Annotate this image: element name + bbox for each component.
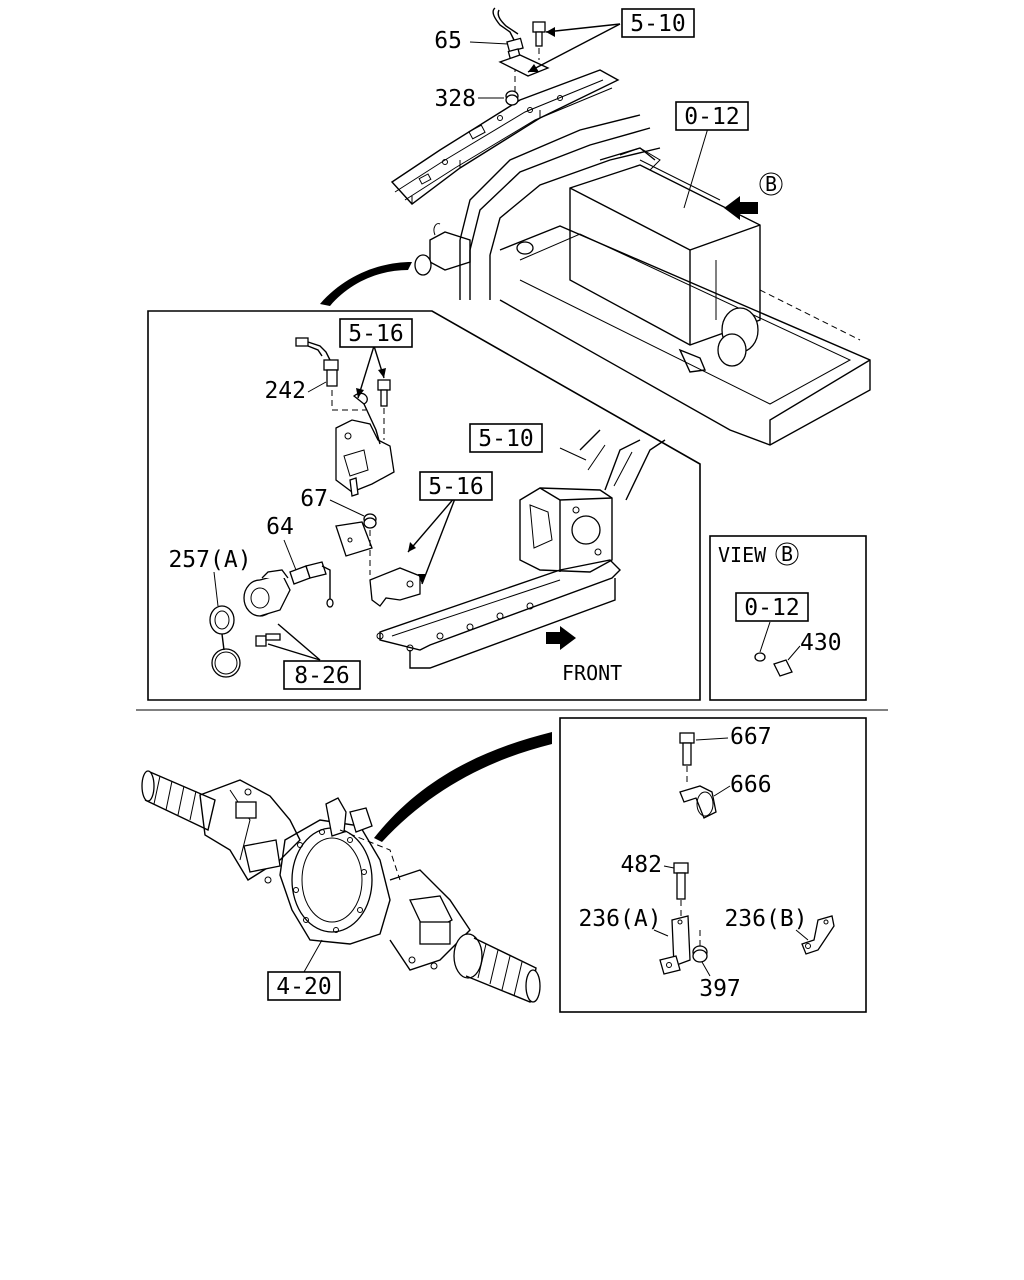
part-328-drawing — [505, 90, 519, 106]
label-667: 667 — [730, 724, 772, 750]
front-arrow — [546, 626, 576, 650]
part-64-drawing — [289, 561, 334, 608]
part-65-drawing — [492, 7, 550, 100]
callout-8-26: 8-26 — [283, 660, 361, 690]
detail-pointer-arrow-top — [320, 262, 412, 306]
detail-rail-drawing — [335, 429, 666, 669]
label-482: 482 — [620, 852, 662, 878]
detail-panel-frame — [147, 310, 701, 701]
part-667-drawing — [679, 732, 695, 786]
bracket-assembly-drawing — [335, 379, 395, 497]
svg-text:5-10: 5-10 — [478, 426, 533, 452]
view-b-marker-top: B — [759, 172, 783, 196]
label-328: 328 — [434, 86, 476, 112]
part-397-drawing — [692, 930, 708, 963]
front-label: FRONT — [562, 661, 622, 685]
frame-rail-top-drawing — [390, 69, 871, 446]
callout-5-10-mid: 5-10 — [469, 423, 543, 453]
part-482-drawing — [673, 862, 689, 920]
housing-8-26-drawing — [243, 569, 291, 647]
view-b-panel: VIEW B 0-12 430 — [709, 535, 867, 701]
callout-5-16-a: 5-16 — [339, 318, 413, 348]
bracket-detail-panel — [559, 717, 867, 1013]
svg-text:5-16: 5-16 — [428, 474, 483, 500]
callout-4-20: 4-20 — [267, 939, 341, 1001]
view-b-marker: B — [781, 542, 793, 566]
part-257a-drawing — [209, 605, 241, 678]
label-666: 666 — [730, 772, 772, 798]
svg-text:5-10: 5-10 — [630, 11, 685, 37]
label-242: 242 — [264, 378, 306, 404]
svg-text:B: B — [765, 172, 777, 196]
callout-5-10-top: 5-10 — [621, 8, 695, 38]
callout-0-12-view: 0-12 — [744, 595, 799, 621]
part-242-drawing — [295, 337, 366, 411]
svg-text:0-12: 0-12 — [684, 104, 739, 130]
label-257a: 257(A) — [168, 547, 251, 573]
part-67-drawing — [363, 513, 377, 529]
svg-text:5-16: 5-16 — [348, 321, 403, 347]
label-64: 64 — [266, 514, 294, 540]
axle-drawing — [141, 770, 541, 1003]
label-236a: 236(A) — [578, 906, 661, 932]
callout-5-16-b: 5-16 — [419, 471, 493, 501]
part-666-drawing — [679, 785, 717, 819]
view-b-arrow — [724, 196, 758, 220]
view-title: VIEW — [718, 543, 767, 567]
svg-text:8-26: 8-26 — [294, 663, 349, 689]
detail-pointer-arrow-bottom — [374, 732, 552, 842]
part-236a-drawing — [659, 915, 691, 975]
label-65: 65 — [434, 28, 462, 54]
label-397: 397 — [699, 976, 741, 1002]
callout-0-12-top: 0-12 — [675, 101, 749, 131]
label-430: 430 — [800, 630, 842, 656]
part-236b-drawing — [801, 915, 835, 955]
svg-text:4-20: 4-20 — [276, 974, 331, 1000]
label-236b: 236(B) — [724, 906, 807, 932]
label-67: 67 — [300, 486, 328, 512]
